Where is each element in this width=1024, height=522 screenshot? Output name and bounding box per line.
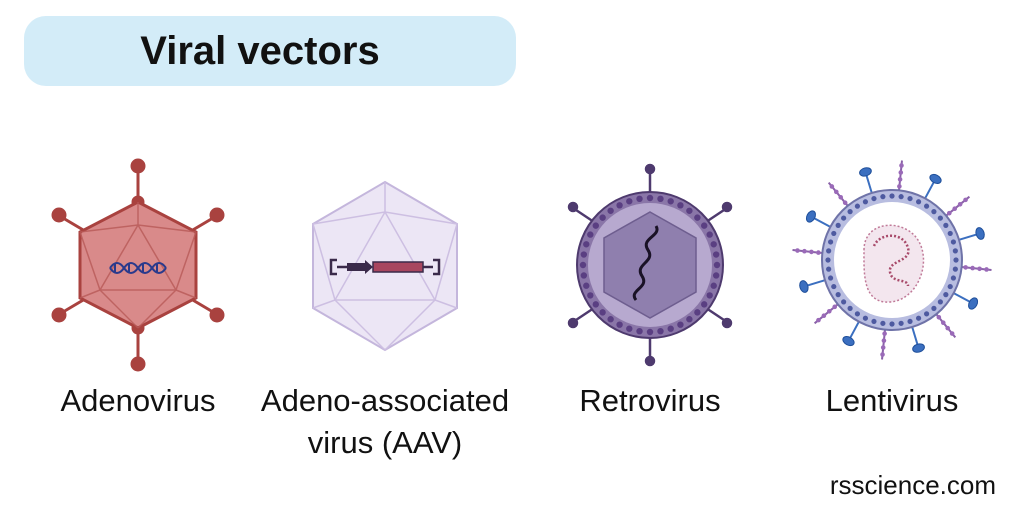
watermark: rsscience.com xyxy=(829,470,996,500)
dna-icon xyxy=(109,262,167,274)
page-title: Viral vectors xyxy=(140,28,380,73)
rna-genome-icon xyxy=(632,225,659,301)
aav-icon xyxy=(312,180,458,352)
retrovirus-figure xyxy=(530,150,770,380)
adenovirus-label: Adenovirus xyxy=(60,383,216,418)
aav-label-line2: virus (AAV) xyxy=(307,425,463,460)
lentivirus-figure xyxy=(772,150,1012,380)
lipid-membrane xyxy=(825,193,959,327)
aav-label: Adeno-associated virus (AAV) xyxy=(250,380,520,464)
aav-figure xyxy=(265,150,505,380)
adenovirus-icon xyxy=(51,158,225,372)
adenovirus-figure xyxy=(18,150,258,380)
title-banner: Viral vectors xyxy=(24,16,516,86)
transgene-cassette-icon xyxy=(329,258,441,276)
lipid-membrane xyxy=(579,194,721,336)
rna-genome-icon xyxy=(872,234,910,287)
lentivirus-label: Lentivirus xyxy=(825,383,959,418)
lentivirus-icon xyxy=(792,160,992,360)
capsid-icon xyxy=(863,224,925,303)
retrovirus-icon xyxy=(567,163,733,367)
aav-label-line1: Adeno-associated xyxy=(260,383,510,418)
retrovirus-label: Retrovirus xyxy=(579,383,721,418)
